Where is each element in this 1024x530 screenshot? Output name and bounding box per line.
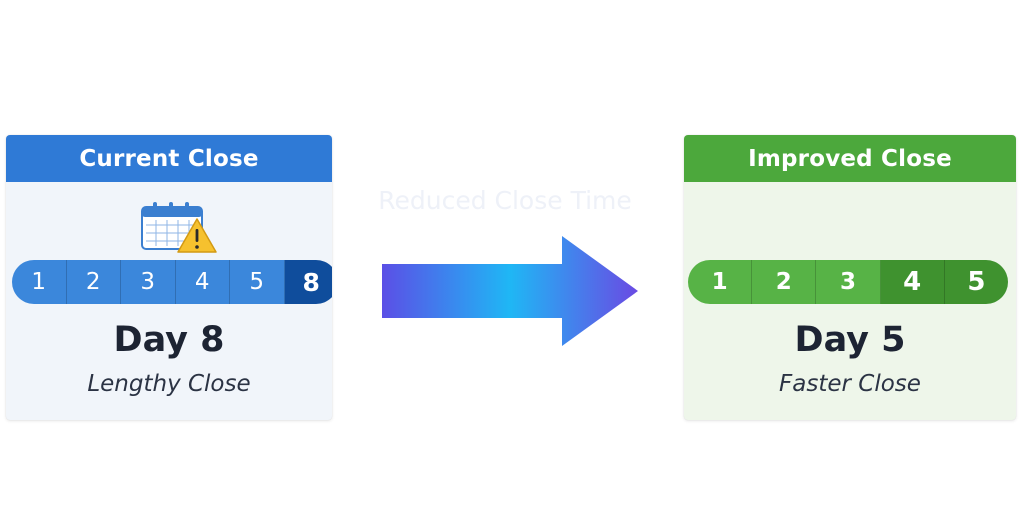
current-close-title: Current Close bbox=[6, 135, 332, 182]
day-segment: 3 bbox=[816, 260, 881, 304]
improved-close-day-label: Day 5 bbox=[794, 320, 906, 360]
day-segment: 2 bbox=[66, 260, 121, 304]
day-segment: 1 bbox=[688, 260, 753, 304]
improved-close-title: Improved Close bbox=[684, 135, 1016, 182]
current-close-day-label: Day 8 bbox=[113, 320, 225, 360]
right-arrow-icon bbox=[382, 236, 638, 346]
improved-close-subtitle: Faster Close bbox=[779, 371, 921, 397]
arrow-caption: Reduced Close Time bbox=[378, 186, 632, 215]
improved-close-day-bar: 1 2 3 4 5 bbox=[688, 260, 1008, 304]
day-segment-final: 8 bbox=[284, 260, 332, 304]
day-segment: 5 bbox=[230, 260, 285, 304]
day-segment: 3 bbox=[121, 260, 176, 304]
day-segment: 4 bbox=[175, 260, 230, 304]
day-segment: 2 bbox=[752, 260, 817, 304]
current-close-subtitle: Lengthy Close bbox=[87, 371, 251, 397]
day-segment-final: 5 bbox=[944, 260, 1008, 304]
improved-close-card: Improved Close 1 2 3 4 5 Day 5 Faster Cl… bbox=[684, 135, 1016, 420]
day-segment: 1 bbox=[12, 260, 67, 304]
current-close-day-bar: 1 2 3 4 5 8 bbox=[12, 260, 332, 304]
day-segment: 4 bbox=[880, 260, 945, 304]
calendar-warning-icon bbox=[141, 202, 217, 253]
current-close-card: Current Close 1 bbox=[6, 135, 332, 420]
